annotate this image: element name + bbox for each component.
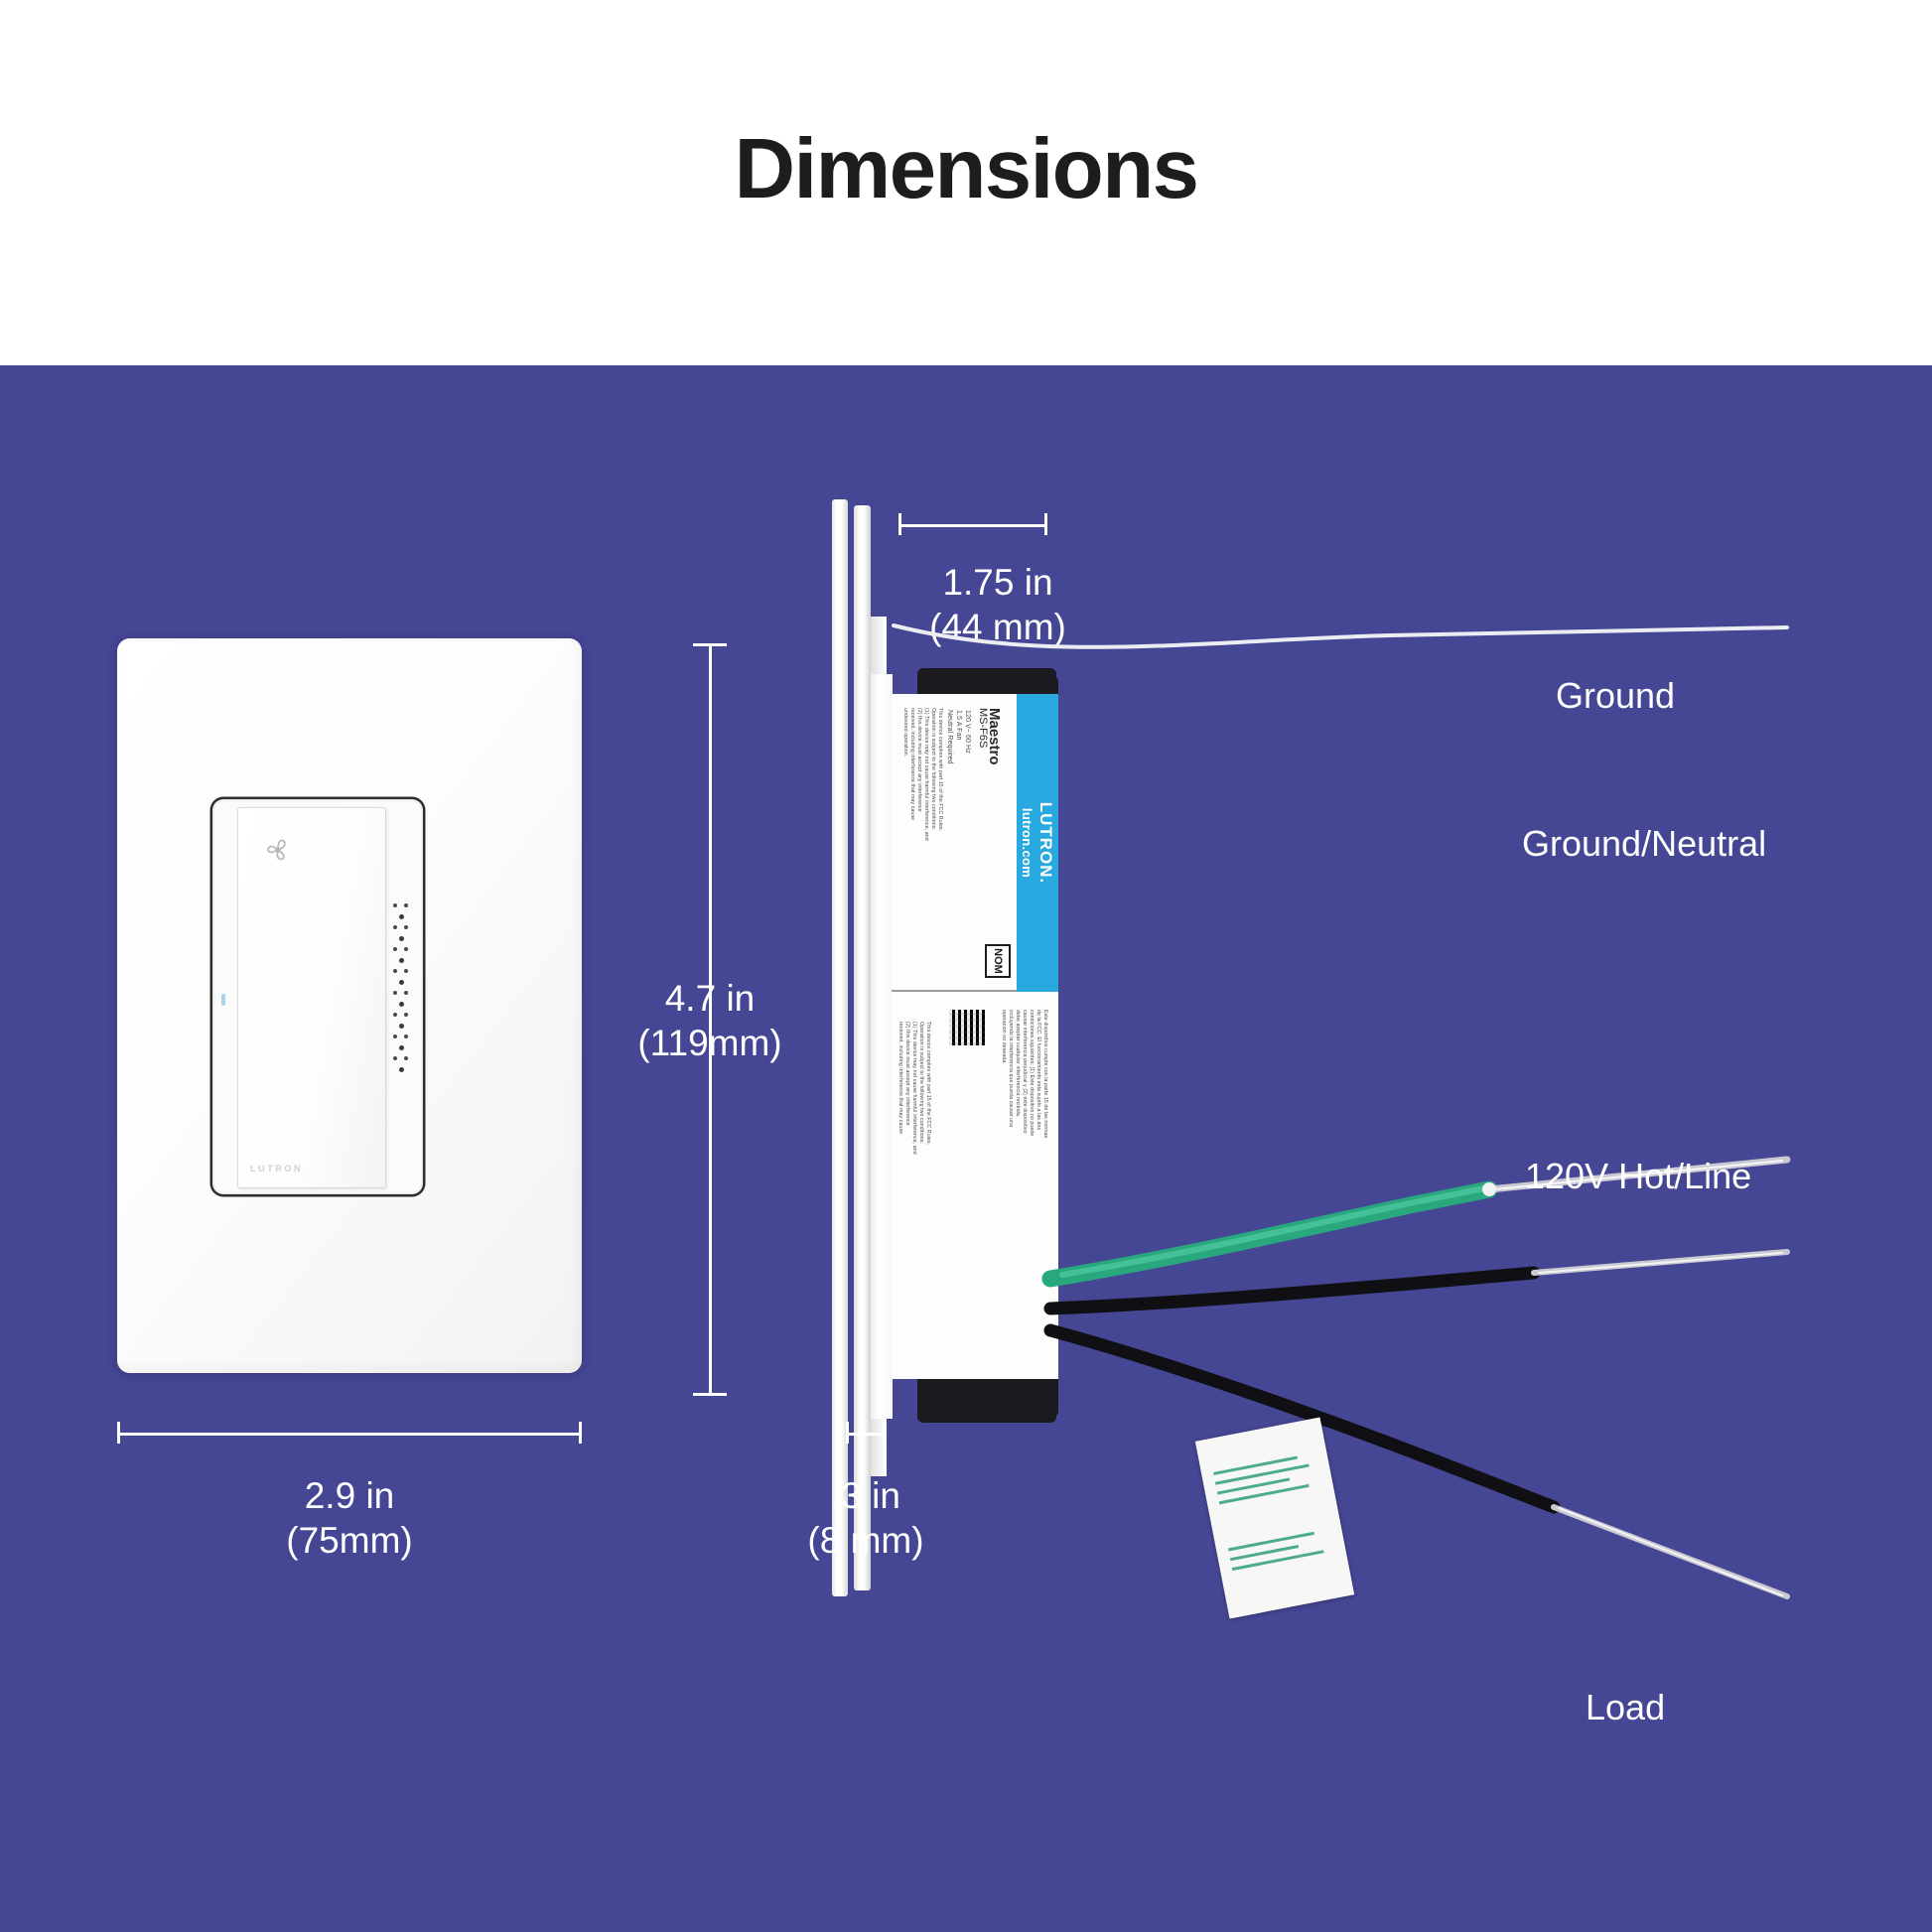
height-dimension-inches: 4.7 in [664,978,756,1019]
label-fineprint-line-3: (1) This device may not cause harmful in… [923,708,929,841]
height-dimension-label: 4.7 in (119mm) [566,976,854,1065]
thickness-dimension-label: .3 in (8 mm) [752,1473,980,1563]
width-dimension-label: 2.9 in (75mm) [117,1473,582,1563]
side-view-product-image: LUTRON. lutron.com Maestro MS-F6S 120 V~… [832,499,1070,1596]
thickness-dimension-tick-right [883,1422,886,1444]
side-back-housing-bottom [917,1371,1056,1423]
height-dimension-mm: (119mm) [637,1023,782,1063]
depth-dimension-tick-left [898,513,901,535]
lutron-logo-text: LUTRON. [1036,801,1055,885]
depth-dimension-inches: 1.75 in [942,562,1053,603]
side-device-faceplate [854,505,871,1590]
hot-line-wire-stripped-tip-sheen [1538,1252,1783,1274]
label-fineprint-es-line-12: received, including interference that ma… [897,1022,903,1135]
ground-neutral-wire [1041,1180,1498,1288]
nom-certification-mark: NOM [985,944,1011,978]
led-level-indicator[interactable] [391,903,413,1078]
label-fineprint-es-line-7: operacion no deseada. [1001,1010,1007,1064]
thickness-dimension-line [846,1433,886,1436]
product-sku: MS-F6S [977,708,989,749]
label-fineprint-es-line-4: causar interferencia perjudicial y (2) e… [1022,1010,1028,1134]
ground-wire-label: Ground [1556,675,1676,716]
ground-neutral-wire-label: Ground/Neutral [1522,823,1767,864]
depth-dimension-mm: (44 mm) [929,607,1066,647]
label-fineprint-es-line-1: Este dispositivo cumple con la parte 15 … [1042,1010,1048,1139]
side-device-body [871,674,893,1419]
thickness-dimension-inches: .3 in [831,1475,900,1516]
diagram-stage: LUTRON [0,365,1932,1932]
label-fineprint-es-line-6: incluyendo la interferencia que pueda ca… [1008,1010,1014,1128]
load-wire-stripped-tip-sheen [1558,1507,1783,1596]
product-label: LUTRON. lutron.com Maestro MS-F6S 120 V~… [892,694,1058,1379]
ground-neutral-wire-collar [1482,1182,1496,1196]
depth-dimension-tick-right [1044,513,1047,535]
switch-paddle[interactable]: LUTRON [237,807,386,1188]
label-fineprint-line-6: undesired operation. [902,708,908,758]
nom-text: NOM [992,948,1005,974]
fan-icon [267,839,286,861]
width-dimension-tick-right [579,1422,582,1444]
label-rating-line-1: 120 V~ 60 Hz [964,710,971,754]
label-fineprint-line-2: Operation is subject to the following tw… [930,708,936,830]
label-rating-line-2: 1.5 A Fan [955,710,962,741]
wire-paper-tag [1194,1417,1355,1619]
height-dimension-line [709,643,712,1396]
label-fineprint-es-line-8: This device complies with part 15 of the… [925,1022,931,1146]
status-led [221,994,225,1006]
label-rating-line-3: Neutral Required [946,710,953,764]
front-view-product-image: LUTRON [117,638,582,1373]
width-dimension-inches: 2.9 in [304,1475,395,1516]
brand-band-text: LUTRON. lutron.com [1020,802,1055,885]
depth-dimension-label: 1.75 in (44 mm) [884,560,1112,649]
page-title: Dimensions [734,122,1199,216]
datamatrix-code [949,1010,985,1045]
label-fineprint-es-line-9: Operation is subject to the following tw… [918,1022,924,1144]
width-dimension-tick-left [117,1422,120,1444]
label-fineprint-es-line-10: (1) This device may not cause harmful in… [911,1022,917,1155]
label-fineprint-line-4: (2) this device must accept any interfer… [916,708,922,812]
height-dimension-tick-top [693,643,727,646]
plate-opening: LUTRON [212,799,423,1194]
label-fineprint-line-5: received, including interference that ma… [909,708,915,821]
side-wall-plate [832,499,848,1596]
header-section: Dimensions [0,0,1932,365]
hot-line-wire-label: 120V Hot/Line [1525,1156,1752,1196]
depth-dimension-line [898,524,1047,527]
load-wire-label: Load [1586,1687,1666,1727]
width-dimension-line [117,1433,582,1436]
load-wire-stripped-tip [1551,1504,1790,1599]
hot-line-wire [1043,1266,1541,1315]
label-fineprint-line-1: This device complies with part 15 of the… [937,708,943,832]
thickness-dimension-tick-left [846,1422,849,1444]
label-fineprint-es-line-5: debe aceptar cualquier interferencia rec… [1015,1010,1021,1118]
label-fineprint-es-line-3: condiciones siguientes: (1) Este disposi… [1029,1010,1035,1137]
width-dimension-mm: (75mm) [286,1520,413,1561]
lutron-url-text: lutron.com [1020,807,1035,879]
ground-neutral-wire-highlight [1059,1185,1487,1278]
side-yoke-top [871,617,887,676]
lutron-brand-mark: LUTRON [250,1164,304,1173]
thickness-dimension-mm: (8 mm) [807,1520,924,1561]
height-dimension-tick-bottom [693,1393,727,1396]
hot-line-wire-stripped-tip [1531,1249,1790,1276]
brand-band: LUTRON. lutron.com [1017,694,1058,992]
label-fineprint-es-line-2: de la FCC. El funcionamiento esta sujeto… [1035,1010,1041,1131]
label-divider [892,990,1058,992]
label-fineprint-es-line-11: (2) this device must accept any interfer… [904,1022,910,1126]
